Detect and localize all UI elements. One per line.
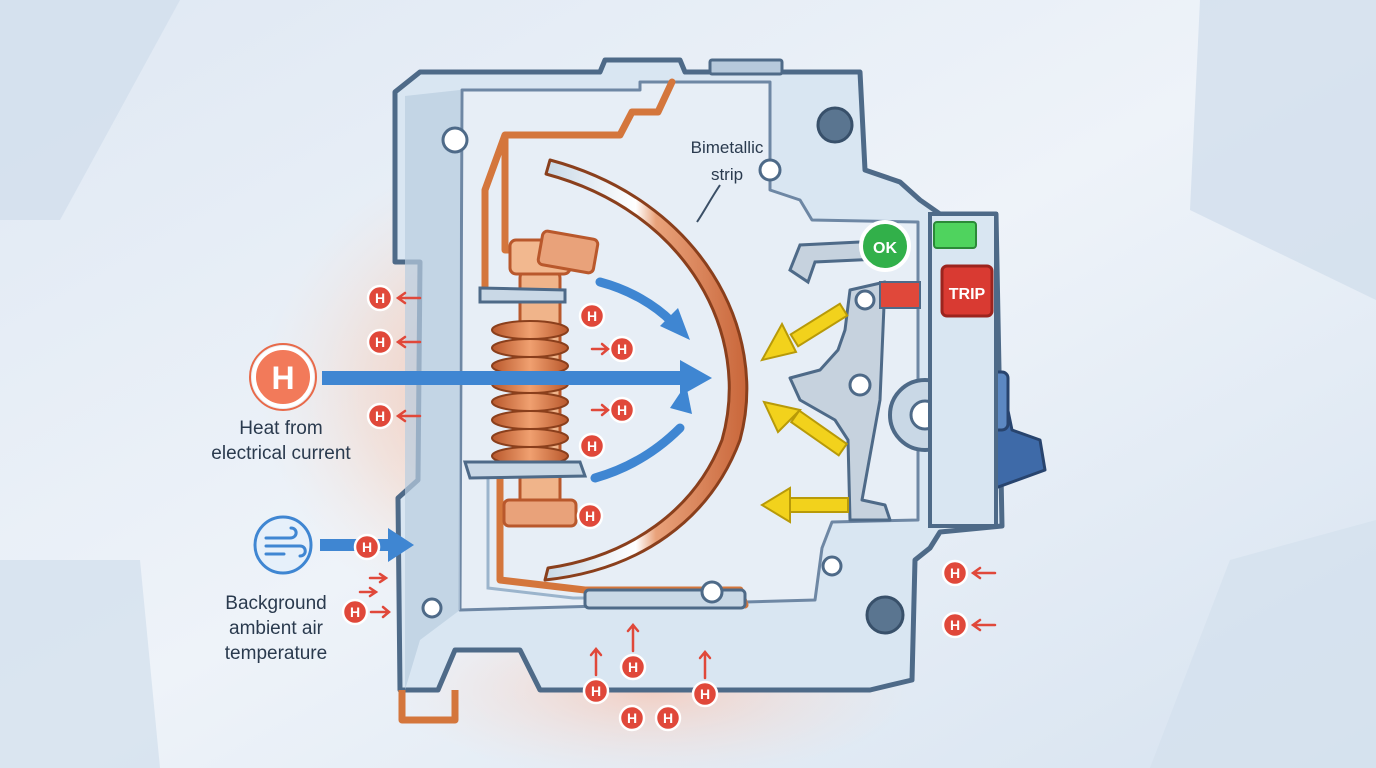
mounting-hole [816, 106, 854, 144]
svg-text:H: H [950, 617, 960, 633]
force-arrow [760, 486, 849, 524]
heat-badge-icon: H [941, 559, 969, 587]
svg-text:H: H [350, 604, 360, 620]
heat-badge-icon: H [366, 328, 394, 356]
ok-indicator: OK [859, 220, 911, 272]
bg-facet [0, 560, 160, 768]
svg-text:H: H [617, 402, 627, 418]
svg-text:H: H [587, 438, 597, 454]
heat-badge-icon: H [366, 402, 394, 430]
svg-text:H: H [375, 290, 385, 306]
arrow-icon [680, 360, 712, 396]
rivet [821, 555, 843, 577]
heat-badge-icon: H [353, 533, 381, 561]
heat-badge-icon: H [608, 396, 636, 424]
svg-text:H: H [950, 565, 960, 581]
breaker-cavity [458, 80, 920, 612]
wind-icon [253, 515, 313, 575]
heat-arrow-icon [358, 586, 379, 598]
small-heat-group: H H H H H H H H H H H H H H H H H [341, 284, 997, 732]
trip-flag [879, 281, 921, 309]
terminal-tab [398, 690, 459, 724]
heating-coil [491, 229, 600, 528]
strip-label-line1: Bimetallic [691, 138, 764, 157]
heat-arrow-icon [970, 618, 997, 632]
heat-arrow-icon [590, 403, 610, 417]
force-arrow [762, 400, 849, 457]
indicator-panel [928, 212, 998, 528]
svg-text:H: H [362, 539, 372, 555]
heat-badge-icon: H [654, 704, 682, 732]
rivet [421, 597, 443, 619]
housing-shade [405, 90, 460, 690]
support-plate [462, 460, 588, 480]
arrow-icon [388, 528, 414, 562]
svg-text:H: H [628, 659, 638, 675]
strip-label-line2: strip [711, 165, 743, 184]
svg-text:H: H [591, 683, 601, 699]
bg-facet [0, 0, 180, 220]
ambient-label-line3: temperature [225, 643, 327, 664]
svg-text:H: H [585, 508, 595, 524]
svg-text:H: H [627, 710, 637, 726]
heat-badge-icon: H [249, 343, 317, 411]
heat-symbol: H [271, 360, 294, 396]
svg-text:H: H [587, 308, 597, 324]
heat-badge-icon: H [578, 432, 606, 460]
bg-facet [1190, 0, 1376, 300]
heat-badge-icon: H [618, 704, 646, 732]
trip-label: TRIP [949, 286, 986, 303]
svg-text:H: H [375, 408, 385, 424]
heat-badge-icon: H [582, 677, 610, 705]
heat-badge-icon: H [608, 335, 636, 363]
arrow-icon [660, 308, 690, 340]
heat-arrow-icon [970, 566, 997, 580]
current-label-line2: electrical current [211, 443, 351, 464]
ambient-label-line1: Background [225, 593, 326, 614]
rivet [758, 158, 782, 182]
heat-arrow-icon [395, 409, 422, 423]
trip-indicator: TRIP [940, 264, 994, 318]
heat-arrow-icon [395, 335, 422, 349]
svg-text:H: H [663, 710, 673, 726]
heat-arrow-icon [626, 623, 640, 653]
heat-arrow-icon [395, 291, 422, 305]
mounting-hole [865, 595, 905, 635]
ok-label: OK [873, 240, 897, 257]
svg-text:H: H [700, 686, 710, 702]
current-arrow [322, 371, 682, 385]
heat-badge-icon: H [341, 598, 369, 626]
bg-facet [1150, 520, 1376, 768]
heat-arrow-icon [589, 647, 603, 677]
svg-text:H: H [617, 341, 627, 357]
ok-lamp [933, 221, 977, 249]
force-arrow [760, 302, 849, 362]
rivet [441, 126, 469, 154]
heat-badge-icon: H [941, 611, 969, 639]
strip-leader-line [696, 184, 721, 223]
bimetallic-strip [543, 158, 749, 582]
heat-arrow-icon [590, 342, 610, 356]
current-arrow [590, 423, 685, 483]
heat-badge-icon: H [576, 502, 604, 530]
heat-arrow-icon [698, 650, 712, 680]
heat-badge-icon: H [691, 680, 719, 708]
heat-arrow-icon [369, 605, 391, 619]
svg-text:H: H [375, 334, 385, 350]
support-plate [478, 286, 567, 304]
heat-badge-icon: H [366, 284, 394, 312]
current-arrow [595, 277, 677, 327]
heat-badge-icon: H [578, 302, 606, 330]
rivet [700, 580, 724, 604]
heat-badge-icon: H [619, 653, 647, 681]
current-label-line1: Heat from [239, 418, 322, 439]
top-notch [708, 58, 784, 76]
ambient-label-line2: ambient air [229, 618, 324, 639]
trip-lever [788, 280, 892, 522]
heat-arrow-icon [368, 572, 389, 584]
